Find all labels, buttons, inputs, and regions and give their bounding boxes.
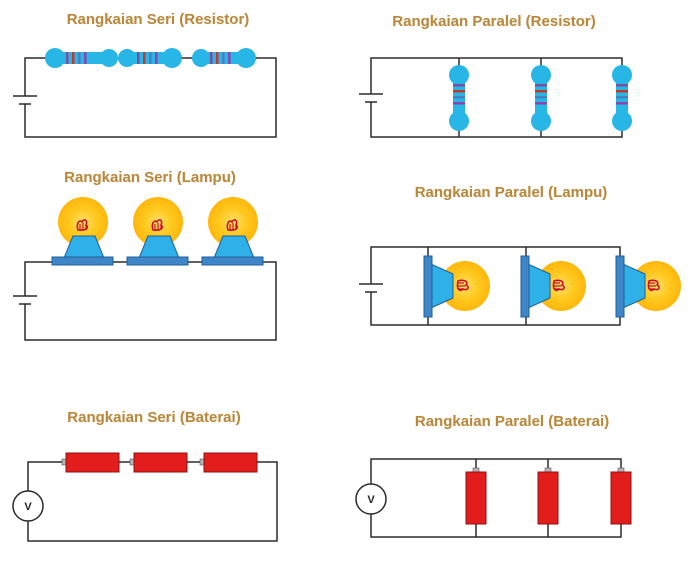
battery-parallel-3 <box>610 467 632 525</box>
battery-series-1 <box>61 452 120 473</box>
parallel-resistor-title: Rangkaian Paralel (Resistor) <box>392 13 596 30</box>
battery-cell-2 <box>359 93 383 103</box>
battery-parallel-2 <box>537 467 559 525</box>
series-lamp-title: Rangkaian Seri (Lampu) <box>64 169 236 186</box>
series-resistor-wire <box>24 57 277 138</box>
resistor-series-3 <box>192 48 256 68</box>
lamp-parallel-2 <box>520 255 586 318</box>
lamp-series-3 <box>201 197 264 266</box>
battery-series-3 <box>199 452 258 473</box>
parallel-lamp-title: Rangkaian Paralel (Lampu) <box>414 184 608 201</box>
resistor-series-2 <box>118 48 182 68</box>
lamp-series-2 <box>126 197 189 266</box>
parallel-resistor-circuit <box>359 57 632 138</box>
series-resistor-title: Rangkaian Seri (Resistor) <box>66 11 250 28</box>
series-battery-wire <box>27 461 278 542</box>
series-battery-circuit: V <box>12 452 278 542</box>
parallel-resistor-wire <box>370 57 623 138</box>
battery-cell-1 <box>13 95 37 105</box>
battery-cell-3 <box>13 295 37 305</box>
lamp-series-1 <box>51 197 114 266</box>
voltmeter-label: V <box>24 501 32 513</box>
resistor-parallel-3 <box>612 65 632 131</box>
parallel-lamp-circuit <box>359 246 681 326</box>
resistor-series-1 <box>45 48 118 68</box>
battery-parallel-1 <box>465 467 487 525</box>
series-resistor-circuit <box>13 48 277 138</box>
parallel-battery-title: Rangkaian Paralel (Baterai) <box>414 413 610 430</box>
series-lamp-circuit <box>13 197 277 341</box>
battery-cell-4 <box>359 283 383 293</box>
voltmeter-2: V <box>355 483 387 515</box>
voltmeter-1: V <box>12 490 44 522</box>
resistor-parallel-1 <box>449 65 469 131</box>
voltmeter-label: V <box>367 494 375 506</box>
parallel-battery-circuit: V <box>355 458 632 538</box>
battery-series-2 <box>129 452 188 473</box>
resistor-parallel-2 <box>531 65 551 131</box>
lamp-parallel-3 <box>615 255 681 318</box>
parallel-battery-wire <box>370 458 622 538</box>
series-lamp-wire <box>24 261 277 341</box>
lamp-parallel-1 <box>423 255 490 318</box>
series-battery-title: Rangkaian Seri (Baterai) <box>67 409 241 426</box>
